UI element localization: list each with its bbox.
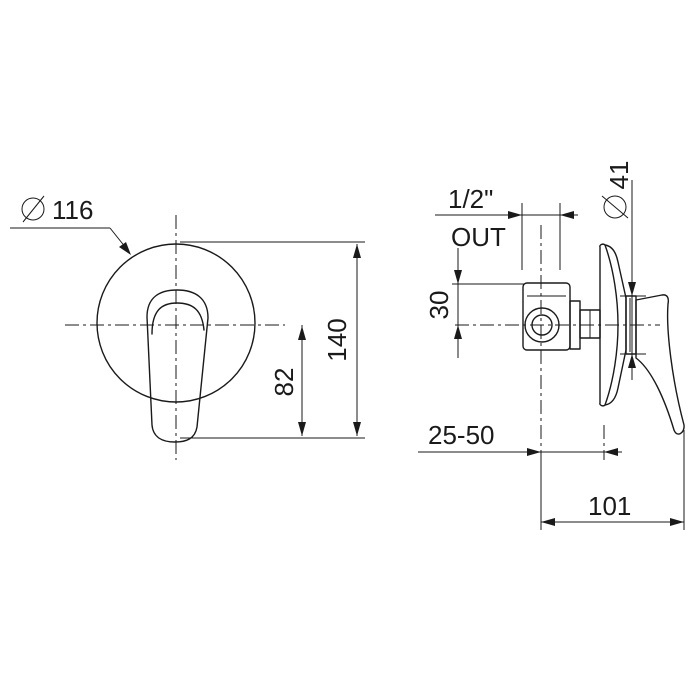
outlet-port-inner	[531, 314, 553, 336]
outlet-height-label: 30	[424, 291, 454, 320]
dimension-140-arrow-top	[353, 244, 361, 258]
escutcheon-plate-outline	[96, 243, 256, 403]
front-view: 116 140 82	[10, 195, 365, 460]
dimension-82-arrow-bottom	[298, 422, 306, 436]
outlet-height-arrow-bottom	[454, 325, 462, 339]
dimension-140-arrow-bottom	[353, 422, 361, 436]
diameter-symbol-circle	[21, 197, 45, 221]
dimension-82-arrow-top	[298, 326, 306, 340]
thread-size-label: 1/2"	[448, 184, 493, 214]
collar-diameter-symbol-circle	[603, 195, 627, 219]
collar-diameter-symbol-slash	[601, 195, 629, 219]
total-depth-label: 101	[588, 491, 631, 521]
dimension-82-label: 82	[269, 368, 299, 397]
total-depth-arrow-left	[541, 518, 555, 526]
lever-handle-side-profile	[635, 294, 685, 435]
front-diameter-value: 116	[52, 195, 93, 225]
wall-depth-arrow-left	[527, 448, 541, 456]
escutcheon-plate-profile	[599, 243, 619, 407]
dimension-140-label: 140	[322, 318, 352, 361]
collar-arrow-top	[628, 282, 636, 296]
side-view: 1/2" OUT 30 41 25-50 101	[418, 161, 685, 530]
thread-arrow-right	[560, 211, 574, 219]
collar-arrow-bottom	[628, 354, 636, 368]
wall-depth-label: 25-50	[428, 420, 495, 450]
diameter-symbol-slash	[22, 195, 45, 223]
outlet-port-outer	[524, 307, 560, 343]
diameter-leader-arrowhead	[119, 242, 131, 255]
collar-diameter-value: 41	[604, 161, 634, 190]
lever-hub-outline	[151, 302, 205, 335]
total-depth-arrow-right	[670, 518, 684, 526]
outlet-height-arrow-top	[454, 270, 462, 284]
outlet-label: OUT	[451, 222, 506, 252]
lever-handle-outline	[146, 289, 209, 443]
thread-arrow-left	[508, 211, 522, 219]
